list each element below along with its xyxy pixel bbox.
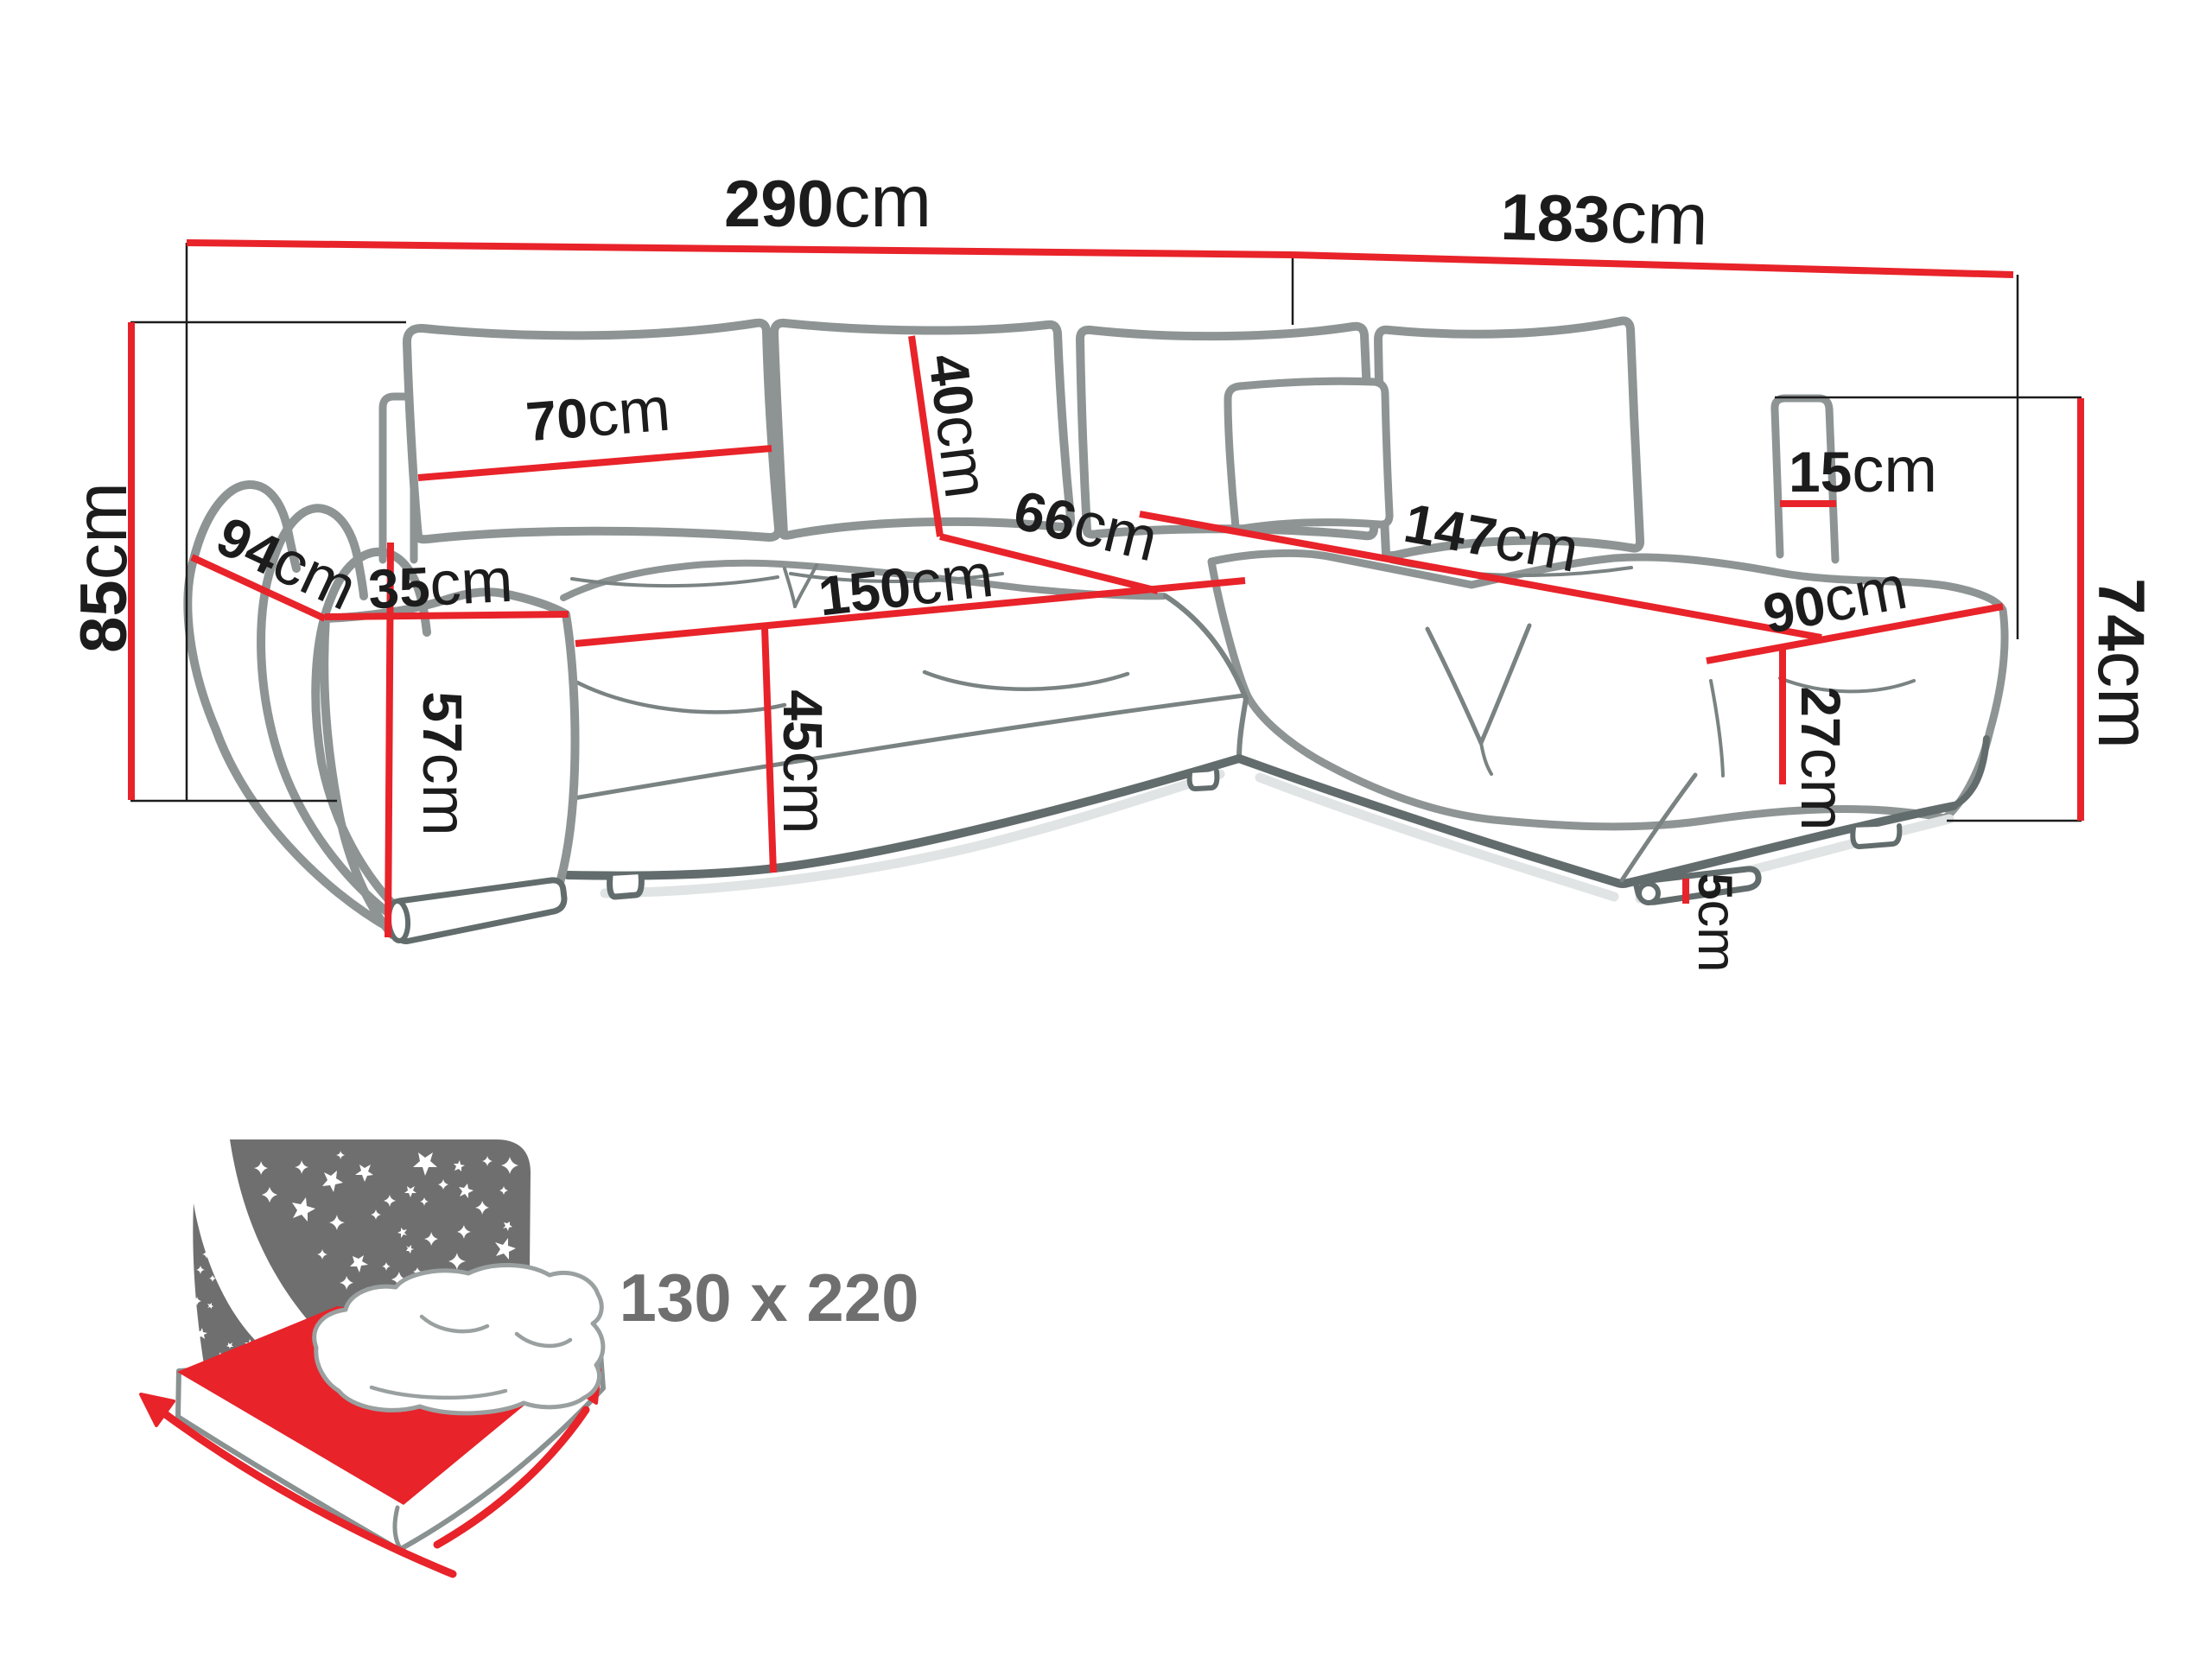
svg-text:15cm: 15cm [1789, 434, 1937, 505]
svg-text:45cm: 45cm [770, 689, 839, 834]
svg-text:85cm: 85cm [60, 482, 143, 653]
svg-text:5cm: 5cm [1687, 873, 1747, 972]
svg-text:150cm: 150cm [815, 541, 997, 630]
svg-text:57cm: 57cm [410, 691, 479, 835]
svg-text:130 x 220: 130 x 220 [619, 1260, 918, 1336]
svg-text:74cm: 74cm [2082, 578, 2164, 749]
svg-text:35cm: 35cm [366, 546, 514, 623]
svg-text:27cm: 27cm [1788, 686, 1857, 830]
svg-text:70cm: 70cm [524, 375, 673, 455]
svg-text:290cm: 290cm [724, 161, 931, 243]
svg-text:183cm: 183cm [1499, 174, 1709, 261]
svg-text:90cm: 90cm [1758, 553, 1912, 647]
svg-text:40cm: 40cm [915, 350, 1001, 502]
